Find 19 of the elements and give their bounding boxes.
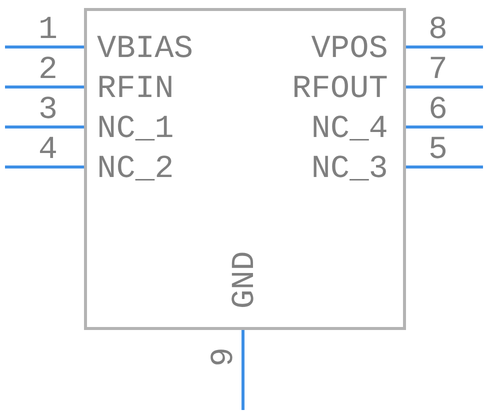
pin-name: RFIN (97, 73, 174, 105)
pin-name: NC_2 (97, 153, 174, 185)
pin-name: VPOS (311, 33, 388, 65)
pin-number: 4 (38, 134, 58, 166)
ic-body (84, 8, 406, 330)
pin-name: RFOUT (292, 73, 388, 105)
pin-name: NC_3 (311, 153, 388, 185)
pin-number: 3 (38, 94, 58, 126)
pin-number: 2 (38, 54, 58, 86)
pin-number: 1 (38, 14, 58, 46)
pin-name: VBIAS (97, 33, 194, 65)
pin-name: GND (229, 251, 261, 309)
pin-number: 6 (428, 94, 448, 126)
pin-name: NC_1 (97, 113, 174, 145)
pin-number: 7 (428, 54, 448, 86)
pin-number: 9 (208, 347, 240, 367)
pin-number: 8 (428, 14, 448, 46)
pin-name: NC_4 (311, 113, 388, 145)
pin-number: 5 (428, 134, 448, 166)
